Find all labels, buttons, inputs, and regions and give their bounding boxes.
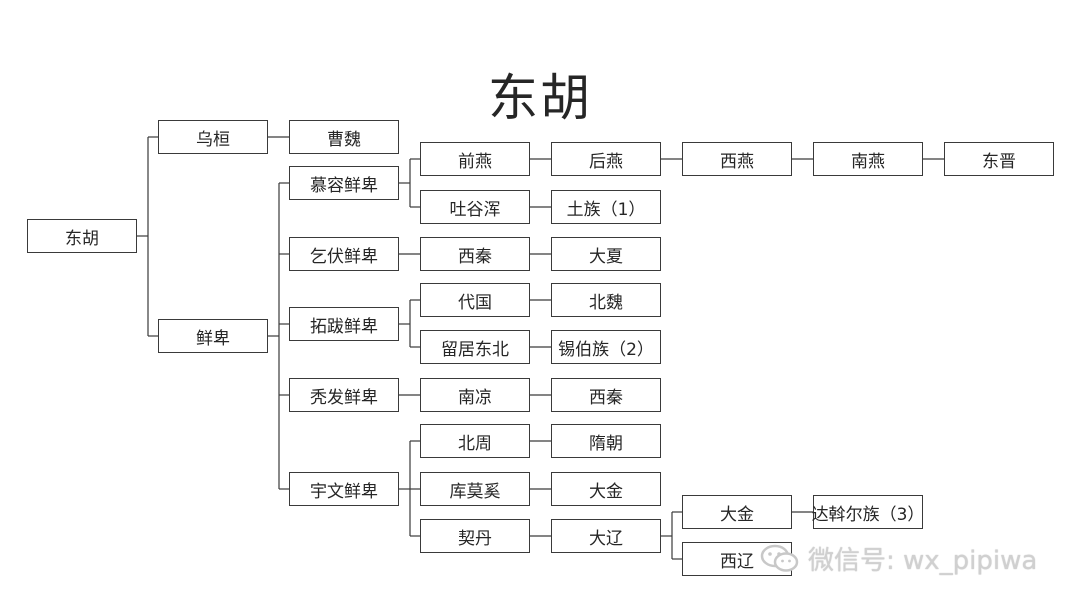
node-dawoer: 达斡尔族（3） bbox=[812, 495, 924, 529]
node-xibo: 锡伯族（2） bbox=[551, 330, 661, 364]
node-dongjin: 东晋 bbox=[944, 142, 1054, 176]
node-dajin-2: 大金 bbox=[682, 495, 792, 529]
node-murong-xianbei: 慕容鲜卑 bbox=[289, 166, 399, 200]
node-liuju-dongbei: 留居东北 bbox=[420, 330, 530, 364]
node-xiqin-2: 西秦 bbox=[551, 378, 661, 412]
node-xiqin-1: 西秦 bbox=[420, 237, 530, 271]
node-nanliang: 南凉 bbox=[420, 378, 530, 412]
node-beizhou: 北周 bbox=[420, 424, 530, 458]
node-wuhuan: 乌桓 bbox=[158, 120, 268, 154]
node-donghu: 东胡 bbox=[27, 219, 137, 253]
diagram-title: 东胡 bbox=[488, 69, 592, 127]
node-daliao: 大辽 bbox=[551, 519, 661, 553]
node-dajin-1: 大金 bbox=[551, 472, 661, 506]
watermark-text: 微信号: wx_pipiwa bbox=[808, 545, 1038, 576]
node-houyan: 后燕 bbox=[551, 142, 661, 176]
watermark: 微信号: wx_pipiwa bbox=[760, 540, 1060, 576]
node-kumoxi: 库莫奚 bbox=[420, 472, 530, 506]
node-tuguhun: 吐谷浑 bbox=[420, 190, 530, 224]
node-daiguo: 代国 bbox=[420, 283, 530, 317]
node-qifu-xianbei: 乞伏鲜卑 bbox=[289, 237, 399, 271]
node-xiliao: 西辽 bbox=[682, 542, 792, 576]
node-xianbei: 鲜卑 bbox=[158, 319, 268, 353]
node-tufa-xianbei: 秃发鲜卑 bbox=[289, 378, 399, 412]
node-xiyan: 西燕 bbox=[682, 142, 792, 176]
node-tuoba-xianbei: 拓跋鲜卑 bbox=[289, 307, 399, 341]
node-suichao: 隋朝 bbox=[551, 424, 661, 458]
node-caowei: 曹魏 bbox=[289, 120, 399, 154]
node-qianyan: 前燕 bbox=[420, 142, 530, 176]
node-daxia: 大夏 bbox=[551, 237, 661, 271]
node-qidan: 契丹 bbox=[420, 519, 530, 553]
node-beiwei: 北魏 bbox=[551, 283, 661, 317]
wechat-icon bbox=[760, 544, 799, 572]
node-nanyan: 南燕 bbox=[813, 142, 923, 176]
node-yuwen-xianbei: 宇文鲜卑 bbox=[289, 472, 399, 506]
node-tuzu: 土族（1） bbox=[551, 190, 661, 224]
